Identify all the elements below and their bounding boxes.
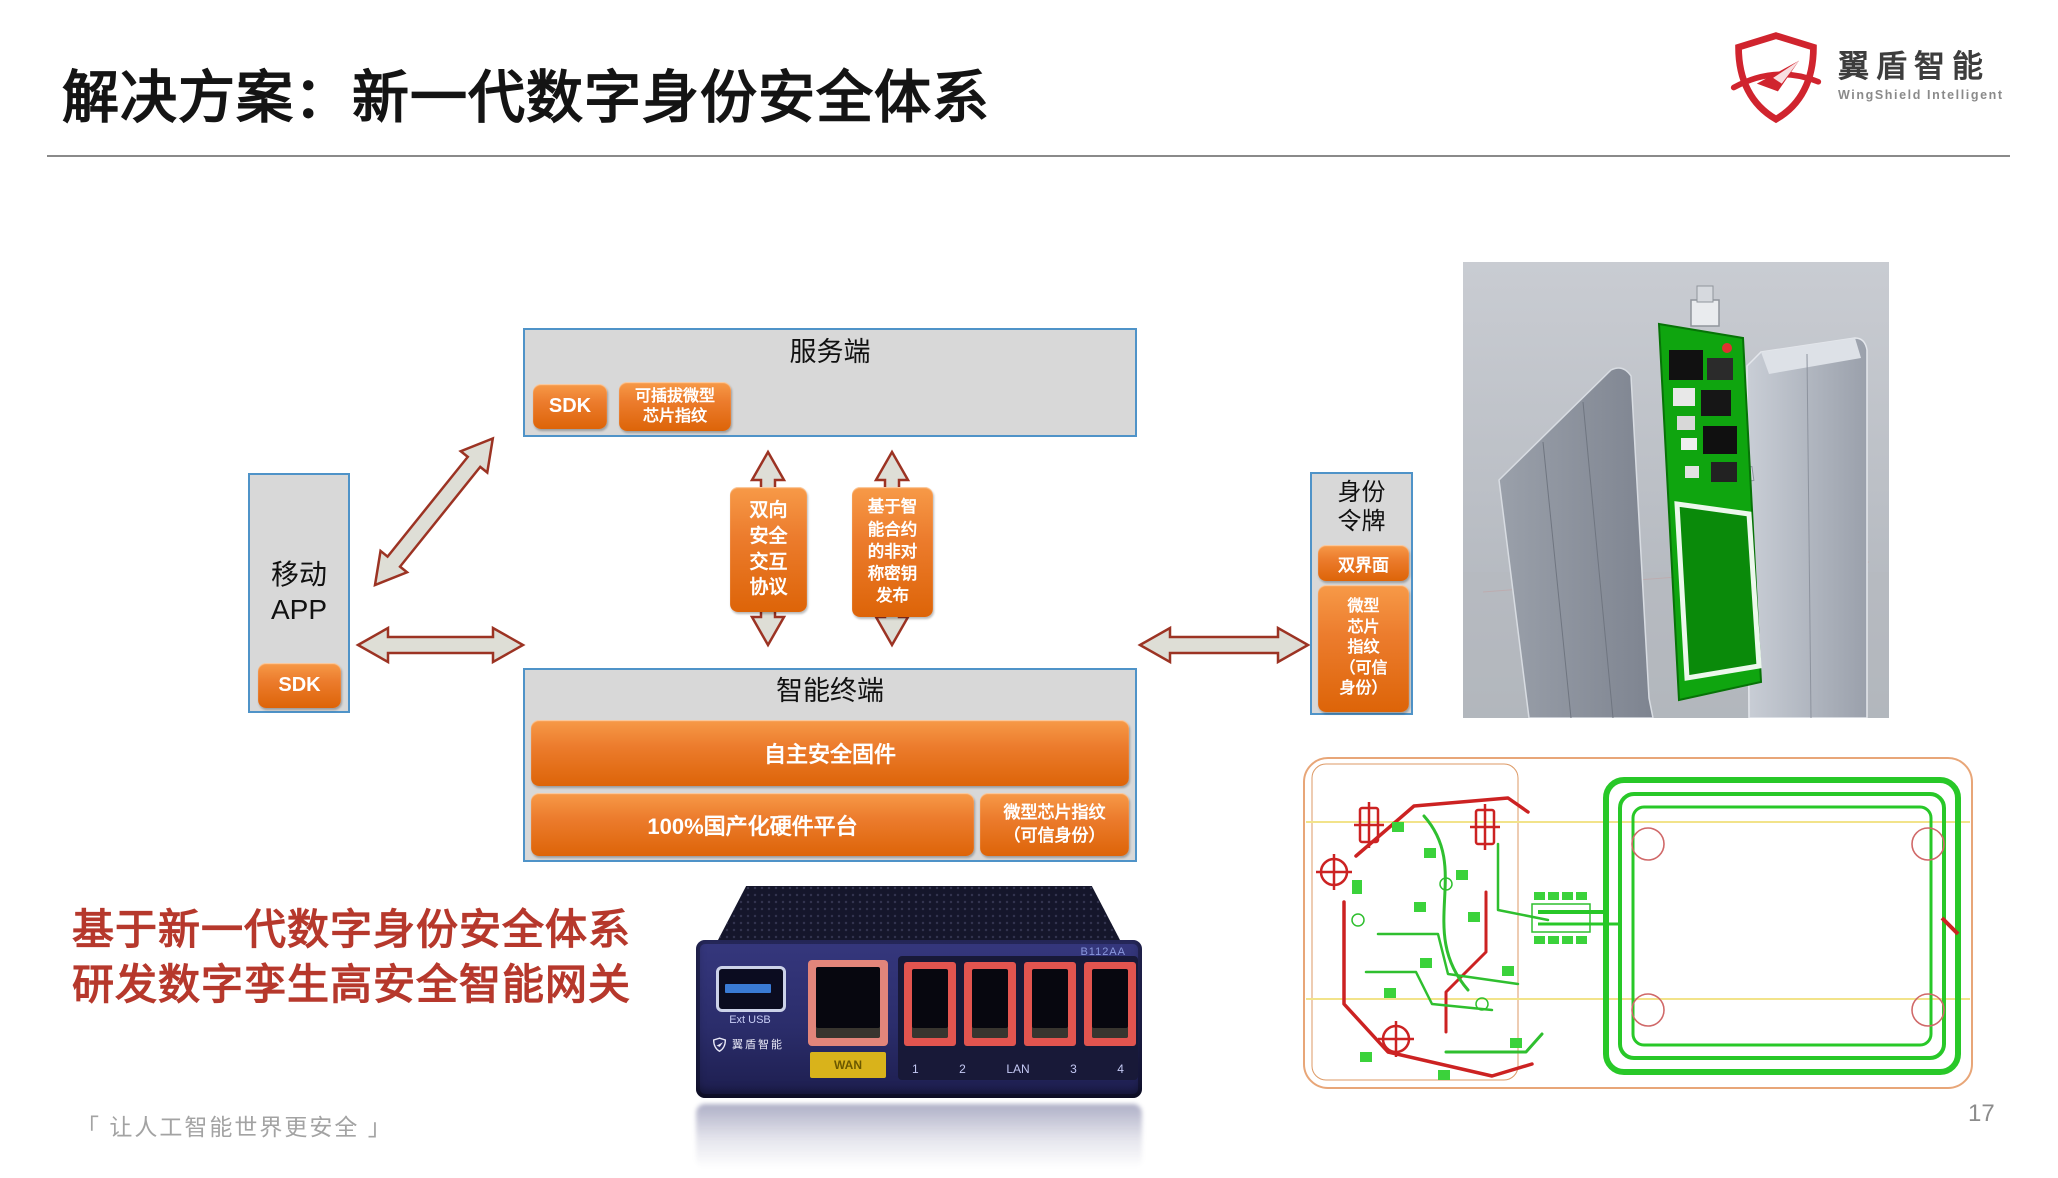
- keydist-box: 基于智 能合约 的非对 称密钥 发布: [852, 487, 933, 617]
- logo-company-name: 翼盾智能: [1838, 49, 1990, 85]
- pcb-layout-diagram: [1296, 752, 1996, 1102]
- page-number: 17: [1968, 1100, 1995, 1127]
- server-box: 服务端 SDK 可插拔微型 芯片指纹: [523, 328, 1137, 437]
- token-dual-button: 双界面: [1318, 545, 1409, 581]
- mobile-sdk-button: SDK: [258, 663, 341, 708]
- lan-port-2: [964, 962, 1016, 1046]
- arrow-terminal-token: [1137, 625, 1311, 665]
- footer-slogan: 「 让人工智能世界更安全 」: [76, 1114, 393, 1140]
- title-divider: [47, 155, 2010, 157]
- company-logo: 翼盾智能 WingShield Intelligent: [1728, 28, 2004, 124]
- firmware-bar: 自主安全固件: [531, 720, 1129, 786]
- wan-label: WAN: [810, 1052, 886, 1078]
- server-sdk-button: SDK: [533, 384, 607, 429]
- hardware-bar: 100%国产化硬件平台: [531, 793, 974, 856]
- gateway-reflection: [696, 1104, 1142, 1168]
- lan-port-group: 1 2 LAN 3 4: [898, 956, 1138, 1080]
- wan-port: [808, 960, 888, 1046]
- gateway-model-label: B112AA: [1080, 946, 1126, 958]
- terminal-box: 智能终端 自主安全固件 100%国产化硬件平台 微型芯片指纹 （可信身份）: [523, 668, 1137, 862]
- usb-label: Ext USB: [729, 1014, 771, 1026]
- lan-port-3: [1024, 962, 1076, 1046]
- server-chip-button: 可插拔微型 芯片指纹: [619, 382, 731, 431]
- token-3d-render: [1463, 262, 1889, 718]
- protocol-box: 双向 安全 交互 协议: [730, 487, 807, 612]
- arrow-mobile-server: [373, 436, 495, 587]
- usb-port: [716, 966, 786, 1012]
- lan-port-1: [904, 962, 956, 1046]
- arrow-mobile-terminal: [355, 625, 526, 665]
- gateway-top-mesh: [718, 886, 1120, 940]
- logo-company-name-en: WingShield Intelligent: [1838, 87, 2004, 102]
- shield-wing-icon: [1730, 32, 1822, 124]
- token-chip-button: 微型 芯片 指纹 （可信 身份）: [1318, 585, 1409, 712]
- mobile-app-title: 移动 APP: [270, 559, 328, 625]
- gateway-brand-shield-icon: [712, 1036, 727, 1052]
- page-title: 解决方案：新一代数字身份安全体系: [62, 66, 990, 130]
- token-box-title: 身份 令牌: [1337, 479, 1386, 535]
- mobile-app-box: 移动 APP SDK: [248, 473, 350, 713]
- usb-tongue: [725, 984, 771, 993]
- gateway-brand-text: 翼盾智能: [732, 1039, 784, 1051]
- lan-labels: 1 2 LAN 3 4: [912, 1062, 1124, 1076]
- gateway-brand: 翼盾智能: [712, 1036, 784, 1052]
- logo-text: 翼盾智能 WingShield Intelligent: [1838, 49, 2004, 102]
- server-box-title: 服务端: [789, 337, 871, 367]
- lan-port-4: [1084, 962, 1136, 1046]
- terminal-chip-button: 微型芯片指纹 （可信身份）: [980, 793, 1129, 856]
- gateway-photo: Ext USB 翼盾智能 WAN 1 2 LAN: [688, 878, 1150, 1178]
- tagline: 基于新一代数字身份安全体系 研发数字孪生高安全智能网关: [72, 906, 632, 1008]
- token-box: 身份 令牌 双界面 微型 芯片 指纹 （可信 身份）: [1310, 472, 1413, 715]
- gateway-front-panel: Ext USB 翼盾智能 WAN 1 2 LAN: [696, 940, 1142, 1098]
- terminal-box-title: 智能终端: [776, 676, 884, 706]
